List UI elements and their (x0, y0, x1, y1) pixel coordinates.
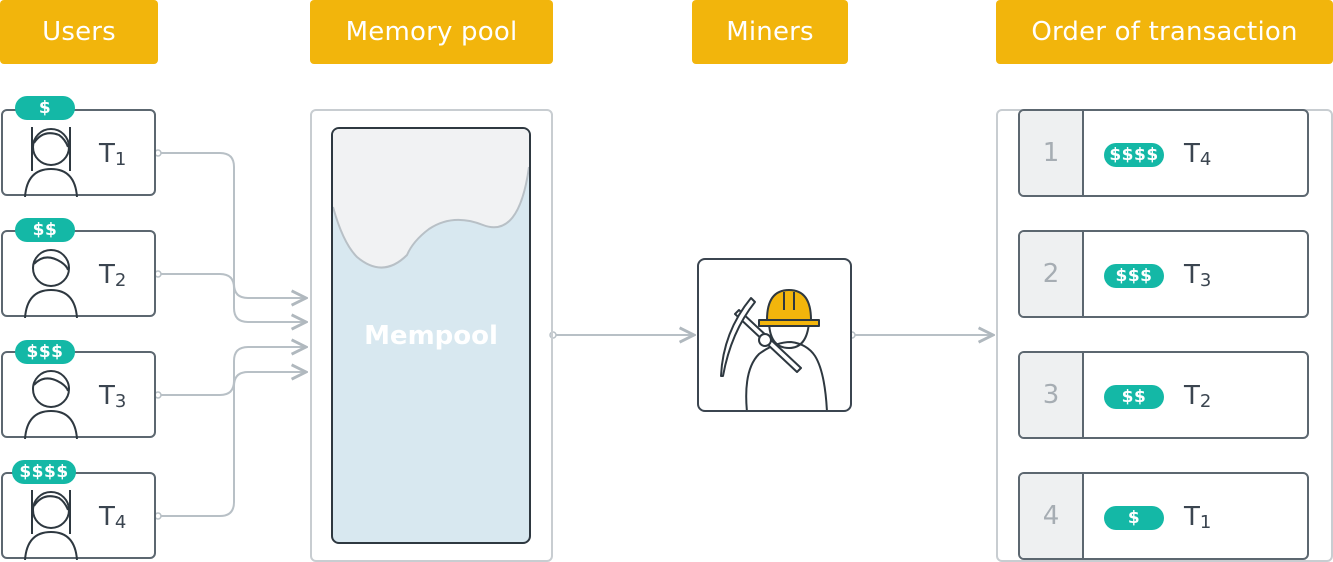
fee-badge: $$$$ (12, 460, 76, 484)
user-card-2: T2 (1, 230, 156, 318)
order-row-2: 2 $$$ T3 (1018, 230, 1309, 318)
tx-label: T2 (99, 260, 127, 291)
miner-with-pickaxe-icon (720, 289, 828, 410)
rank-number: 2 (1020, 232, 1084, 316)
fee-badge: $$ (1104, 385, 1164, 409)
connector-t1 (158, 152, 306, 298)
fee-badge: $$ (15, 218, 75, 242)
mempool-label: Mempool (364, 321, 498, 351)
memory-pool-container (310, 109, 553, 562)
tx-label: T4 (99, 502, 127, 533)
miner-card (697, 258, 852, 412)
rank-number: 4 (1020, 474, 1084, 558)
connector-t2 (158, 273, 306, 322)
tx-label: T2 (1184, 381, 1212, 412)
user-card-3: T3 (1, 351, 156, 439)
female-user-icon (24, 127, 78, 197)
header-order-of-transaction: Order of transaction (996, 0, 1333, 64)
fee-badge: $$$ (15, 340, 75, 364)
tx-label: T4 (1184, 139, 1212, 170)
header-miners: Miners (692, 0, 848, 64)
order-row-3: 3 $$ T2 (1018, 351, 1309, 439)
male-user-icon (24, 249, 78, 318)
header-users: Users (0, 0, 158, 64)
connector-t4 (158, 372, 306, 517)
user-card-4: T4 (1, 472, 156, 560)
tx-label: T3 (99, 381, 127, 412)
fee-badge: $$$$ (1104, 143, 1164, 167)
male-user-icon (24, 370, 78, 439)
rank-number: 3 (1020, 353, 1084, 437)
fee-badge: $$$ (1104, 264, 1164, 288)
fee-badge: $ (1104, 506, 1164, 530)
order-row-4: 4 $ T1 (1018, 472, 1309, 560)
tx-label: T1 (99, 139, 127, 170)
header-memory-pool: Memory pool (310, 0, 553, 64)
connector-t3 (158, 347, 306, 396)
female-user-icon (24, 490, 78, 560)
tx-label: T1 (1184, 502, 1212, 533)
rank-number: 1 (1020, 111, 1084, 195)
mempool-empty-space (333, 129, 529, 269)
tx-label: T3 (1184, 260, 1212, 291)
order-row-1: 1 $$$$ T4 (1018, 109, 1309, 197)
mempool-tank: Mempool (331, 127, 531, 544)
fee-badge: $ (15, 96, 75, 120)
user-card-1: T1 (1, 109, 156, 197)
